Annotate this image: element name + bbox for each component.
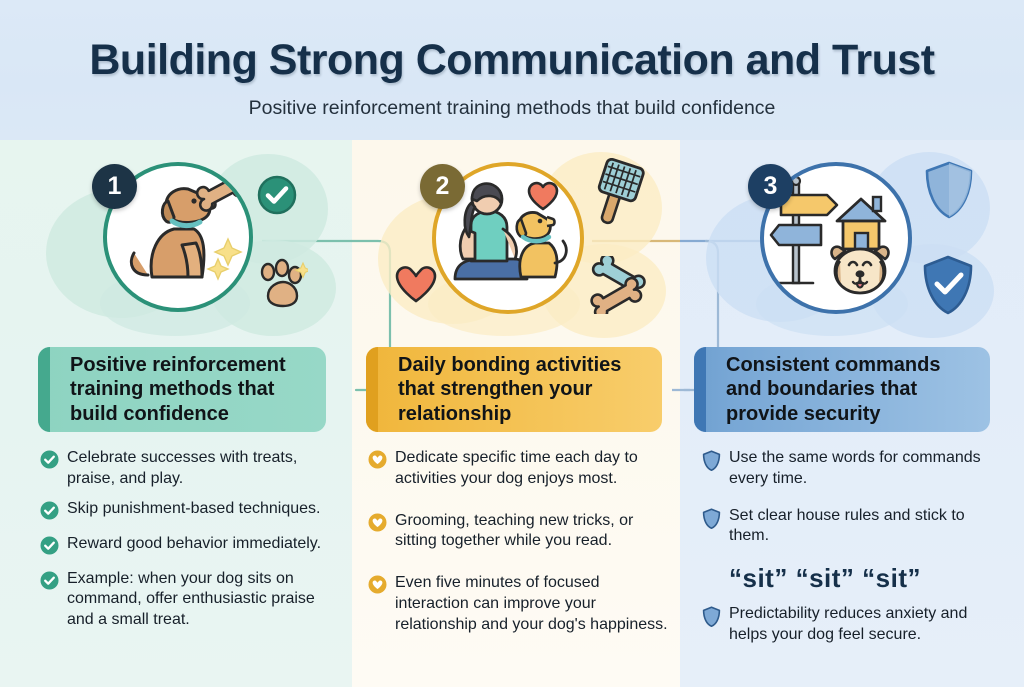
column-heading-3: Consistent commands and boundaries that …: [726, 353, 941, 425]
illustration-group-3: 3: [700, 150, 1000, 340]
page-title: Building Strong Communication and Trust: [89, 36, 935, 84]
column-heading-bar-3: Consistent commands and boundaries that …: [694, 347, 990, 432]
dog-face-icon: [830, 245, 890, 295]
heart-circle-icon: [368, 448, 395, 490]
header-banner: Building Strong Communication and Trust …: [0, 0, 1024, 140]
sparkle-icon: [294, 261, 312, 279]
check-circle-icon: [257, 175, 297, 215]
list-item-text: Example: when your dog sits on command, …: [67, 569, 315, 629]
illustration-group-2: 2: [370, 150, 670, 340]
shield-icon: [925, 161, 973, 219]
list-item: Even five minutes of focused interaction…: [368, 573, 668, 635]
crossed-bones-icon: [590, 253, 646, 320]
list-item-text: Grooming, teaching new tricks, or sittin…: [395, 511, 634, 550]
heart-circle-icon: [368, 573, 395, 635]
shield-check-icon: [923, 255, 973, 315]
sit-callout: “sit” “sit” “sit”: [729, 563, 921, 594]
sitting-dog-icon: [129, 171, 247, 281]
column-heading-1: Positive reinforcement training methods …: [70, 353, 286, 425]
column-heading-2: Daily bonding activities that strengthen…: [398, 353, 622, 425]
list-item: Use the same words for commands every ti…: [702, 448, 1002, 490]
paw-print-badge: [254, 258, 312, 317]
page-subtitle: Positive reinforcement training methods …: [248, 97, 776, 119]
illustration-group-1: 1: [40, 150, 340, 340]
person-with-dog-icon: [453, 181, 568, 281]
sparkle-icon: [206, 257, 230, 281]
list-item: Example: when your dog sits on command, …: [40, 569, 340, 631]
bar-accent-2: [366, 347, 378, 432]
bar-accent-1: [38, 347, 50, 432]
bullet-list-3: Use the same words for commands every ti…: [702, 448, 1002, 662]
heart-circle-icon: [368, 511, 395, 553]
list-item-text: Set clear house rules and stick to them.: [729, 506, 965, 545]
list-item-text: Skip punishment-based techniques.: [67, 499, 321, 517]
check-circle-badge-1: [256, 174, 298, 221]
list-item: Dedicate specific time each day to activ…: [368, 448, 668, 490]
signpost-house-dog-icon: [769, 175, 890, 295]
list-item: Grooming, teaching new tricks, or sittin…: [368, 511, 668, 553]
heart-icon: [395, 266, 437, 303]
list-item-text: Even five minutes of focused interaction…: [395, 574, 668, 633]
paw-print-icon: [260, 258, 312, 308]
shield-badge: [922, 160, 976, 225]
check-circle-icon: [40, 499, 67, 525]
bar-accent-3: [694, 347, 706, 432]
column-heading-bar-2: Daily bonding activities that strengthen…: [366, 347, 662, 432]
house-icon: [835, 195, 887, 251]
shield-check-badge: [920, 254, 976, 321]
shield-icon: [702, 448, 729, 490]
list-item-text: Dedicate specific time each day to activ…: [395, 449, 638, 487]
column-heading-bar-1: Positive reinforcement training methods …: [38, 347, 326, 432]
step-number-badge-1: 1: [92, 164, 137, 209]
bullet-list-2: Dedicate specific time each day to activ…: [368, 448, 668, 657]
check-circle-icon: [40, 448, 67, 490]
shield-icon: [702, 506, 729, 548]
bullet-list-1: Celebrate successes with treats, praise,…: [40, 448, 340, 640]
illustration-circle-3: [760, 162, 912, 314]
shield-icon: [702, 604, 729, 646]
grooming-brush-badge: [592, 157, 652, 235]
heart-badge: [394, 262, 438, 309]
sparkle-icon: [213, 237, 243, 267]
heart-icon: [527, 181, 559, 211]
grooming-brush-icon: [597, 157, 645, 225]
step-number-badge-2: 2: [420, 164, 465, 209]
list-item: Set clear house rules and stick to them.: [702, 506, 1002, 548]
list-item: Skip punishment-based techniques.: [40, 499, 340, 525]
list-item: Predictability reduces anxiety and helps…: [702, 604, 1002, 646]
list-item-text: Reward good behavior immediately.: [67, 534, 322, 552]
list-item: Celebrate successes with treats, praise,…: [40, 448, 340, 490]
list-item-text: Predictability reduces anxiety and helps…: [729, 605, 968, 643]
check-circle-icon: [40, 534, 67, 560]
list-item-text: Celebrate successes with treats, praise,…: [67, 449, 298, 487]
list-item-text: Use the same words for commands every ti…: [729, 449, 981, 487]
step-number-badge-3: 3: [748, 164, 793, 209]
crossed-bones-badge: [588, 253, 650, 320]
check-circle-icon: [40, 569, 67, 631]
list-item: Reward good behavior immediately.: [40, 534, 340, 560]
